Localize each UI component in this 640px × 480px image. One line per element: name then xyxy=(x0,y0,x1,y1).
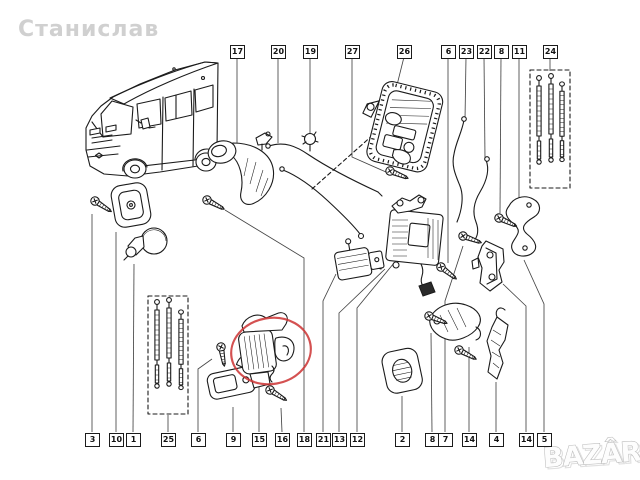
actuator-part-21 xyxy=(334,238,385,281)
striker-part-14 xyxy=(471,240,505,292)
callout-4: 4 xyxy=(489,433,504,447)
screw-part-7 xyxy=(457,230,484,248)
rod-kit-box-24 xyxy=(529,69,571,189)
callout-1: 1 xyxy=(126,433,141,447)
leader-lines xyxy=(91,56,551,433)
callout-24: 24 xyxy=(543,45,558,59)
van-illustration xyxy=(85,61,219,179)
svg-text:BAZÂR: BAZÂR xyxy=(544,437,640,476)
callout-15: 15 xyxy=(252,433,267,447)
watermark-logo: BAZÂR BAZÂR xyxy=(541,435,640,477)
svg-text:BAZÂR: BAZÂR xyxy=(542,435,640,474)
rod-clip-part-19 xyxy=(301,131,319,152)
lock-module-part-26 xyxy=(362,81,444,173)
rod-part-middle xyxy=(279,166,365,240)
rod-kit-box-25 xyxy=(147,295,189,415)
callout-21: 21 xyxy=(316,433,331,447)
check-strap-part-11 xyxy=(505,196,541,257)
callout-18: 18 xyxy=(297,433,312,447)
rod-part-20 xyxy=(265,143,383,197)
callout-5: 5 xyxy=(537,433,552,447)
bezel-part-10 xyxy=(110,182,152,228)
highlight-ellipse xyxy=(230,316,312,386)
screw-part-lower xyxy=(452,343,479,364)
callout-23: 23 xyxy=(459,45,474,59)
callout-14-left: 14 xyxy=(462,433,477,447)
callout-11: 11 xyxy=(512,45,527,59)
watermark-text: Станислав xyxy=(18,17,160,42)
callout-19: 19 xyxy=(303,45,318,59)
callout-2: 2 xyxy=(395,433,410,447)
callout-14-right: 14 xyxy=(519,433,534,447)
plate-part-2 xyxy=(381,347,423,394)
callout-20: 20 xyxy=(271,45,286,59)
callout-27: 27 xyxy=(345,45,360,59)
exterior-handle-part-17 xyxy=(200,131,275,214)
callout-25: 25 xyxy=(161,433,176,447)
callout-6-top: 6 xyxy=(441,45,456,59)
callout-26: 26 xyxy=(397,45,412,59)
bolt-part-6-bottom xyxy=(215,341,230,368)
callout-3: 3 xyxy=(85,433,100,447)
screw-part-6-top xyxy=(434,260,460,283)
callout-16: 16 xyxy=(275,433,290,447)
lock-mechanism-parts-12-13 xyxy=(370,194,444,297)
rod-part-22 xyxy=(473,156,490,242)
callout-12: 12 xyxy=(350,433,365,447)
rod-part-23 xyxy=(452,116,467,223)
callout-10: 10 xyxy=(109,433,124,447)
screw-part-16 xyxy=(263,383,290,405)
callout-17: 17 xyxy=(230,45,245,59)
callout-22: 22 xyxy=(477,45,492,59)
callout-8-top: 8 xyxy=(494,45,509,59)
callout-9: 9 xyxy=(226,433,241,447)
callout-6-bottom: 6 xyxy=(191,433,206,447)
catch-part-4 xyxy=(486,307,509,380)
screw-part-3 xyxy=(88,194,115,216)
callout-7: 7 xyxy=(438,433,453,447)
callout-13: 13 xyxy=(332,433,347,447)
lock-cylinder-part-1 xyxy=(123,227,168,261)
